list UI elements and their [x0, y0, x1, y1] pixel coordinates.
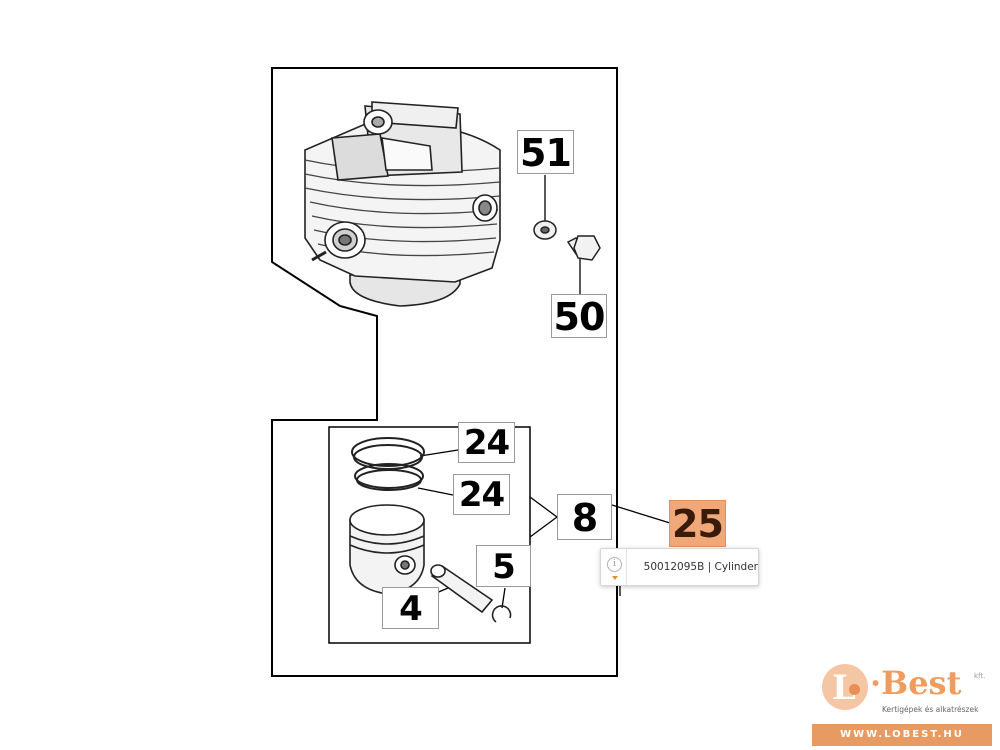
callout-8[interactable]: 8: [557, 494, 612, 540]
bolt-drawing: [566, 235, 601, 261]
callout-24-top[interactable]: 24: [458, 422, 515, 463]
tooltip-text: 50012095B | Cylinder: [643, 561, 758, 573]
callout-25[interactable]: 25: [669, 500, 726, 547]
logo-mark: L: [822, 664, 868, 710]
piston-group-frame: [328, 426, 531, 644]
piston-drawing: [349, 504, 425, 595]
washer-drawing: [533, 220, 557, 240]
callout-50[interactable]: 50: [551, 294, 607, 339]
info-icon[interactable]: i: [601, 549, 627, 585]
logo-name: ·Best: [870, 664, 962, 702]
callout-4[interactable]: 4: [382, 587, 439, 629]
piston-rings-drawing: [351, 437, 425, 491]
caret-down-icon: [612, 576, 618, 580]
callout-24-bottom[interactable]: 24: [453, 474, 510, 515]
circlip-drawing: [491, 605, 512, 623]
cylinder-drawing: [304, 101, 501, 307]
part-tooltip: i 50012095B | Cylinder: [600, 548, 759, 586]
logo-suffix: kft.: [974, 672, 986, 680]
piston-pin-drawing: [430, 564, 494, 614]
callout-5[interactable]: 5: [476, 545, 531, 587]
logo-tagline: Kertigépek és alkatrészek: [882, 705, 979, 714]
logo-url[interactable]: WWW.LOBEST.HU: [812, 724, 992, 746]
brand-logo: L ·Best kft. Kertigépek és alkatrészek W…: [812, 660, 992, 750]
assembly-frame: [271, 67, 618, 677]
callout-51[interactable]: 51: [517, 130, 574, 175]
